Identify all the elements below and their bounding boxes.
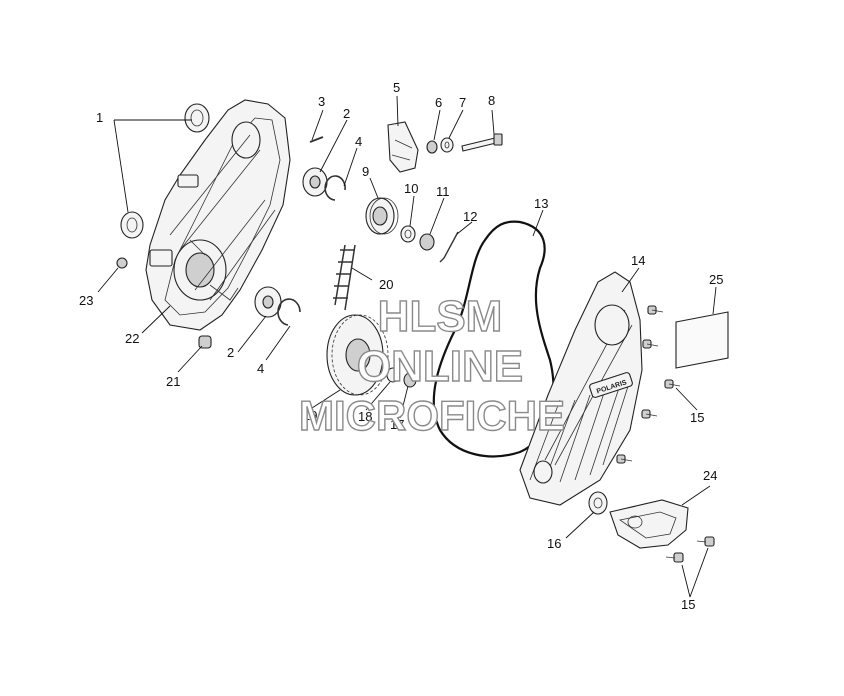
snap-ring-upper [324,175,346,201]
callout-21: 21 [166,374,180,389]
bearing-lower [254,286,282,318]
bearing-upper [302,167,328,197]
callout-2: 2 [227,345,234,360]
chaincase-housing [145,99,291,331]
callout-9: 9 [362,164,369,179]
callout-12: 12 [463,209,477,224]
callout-20: 20 [379,277,393,292]
bolt-15c [664,379,681,389]
callout-3: 3 [318,94,325,109]
callout-11: 11 [436,184,450,199]
chaincase-cover-14: POLARIS [519,271,643,506]
callout-22: 22 [125,331,139,346]
washer-7 [440,137,454,153]
callout-4: 4 [257,361,264,376]
callout-numbers: 1 2 2 3 4 4 5 6 7 8 9 10 11 12 13 14 15 … [79,80,723,612]
bolt-15f [696,536,715,547]
bolt-15g [665,552,684,563]
leader-lines [97,95,717,598]
callout-23: 23 [79,293,93,308]
decal-25 [675,311,729,369]
seal-16 [588,491,608,515]
callout-7: 7 [459,95,466,110]
sprocket-upper-9 [365,197,399,235]
bolt-17 [403,372,417,388]
callout-13: 13 [534,196,548,211]
washer-10 [400,225,416,243]
callout-14: 14 [631,253,645,268]
callout-6: 6 [435,95,442,110]
callout-25: 25 [709,272,723,287]
sprocket-lower-19 [326,314,389,396]
bolt-15e [616,454,633,464]
nut-6 [426,140,438,154]
bolt-23 [116,257,128,269]
watermark-line-1: HLSM [378,292,503,341]
seal-upper [184,103,210,133]
callout-19: 19 [303,408,317,423]
watermark-line-3: MICROFICHE [299,392,565,439]
bolt-15a [647,305,664,315]
cover-bolts [616,305,715,563]
watermark-line-2: ONLINE [357,342,523,391]
pin-3 [309,136,324,143]
callout-16: 16 [547,536,561,551]
snap-ring-lower [277,298,301,326]
callout-15: 15 [690,410,704,425]
seal-lower [120,211,144,239]
bolt-15b [642,339,659,349]
callout-18: 18 [358,409,372,424]
plug-21 [198,335,212,349]
drive-chain-20 [333,244,356,311]
callout-24: 24 [703,468,717,483]
nut-11 [419,233,435,251]
tensioner-5 [387,121,419,173]
callout-1: 1 [96,110,103,125]
guard-24 [609,499,689,549]
washer-18 [386,367,400,383]
callout-4: 4 [355,134,362,149]
gasket-13 [432,220,555,458]
callout-2: 2 [343,106,350,121]
callout-8: 8 [488,93,495,108]
callout-10: 10 [404,181,418,196]
watermark: HLSM ONLINE MICROFICHE [298,291,565,439]
callout-15: 15 [681,597,695,612]
bolt-8 [461,133,503,152]
cotter-pin-12 [439,231,459,263]
callout-5: 5 [393,80,400,95]
callout-17: 17 [390,417,404,432]
bolt-15d [641,409,658,419]
